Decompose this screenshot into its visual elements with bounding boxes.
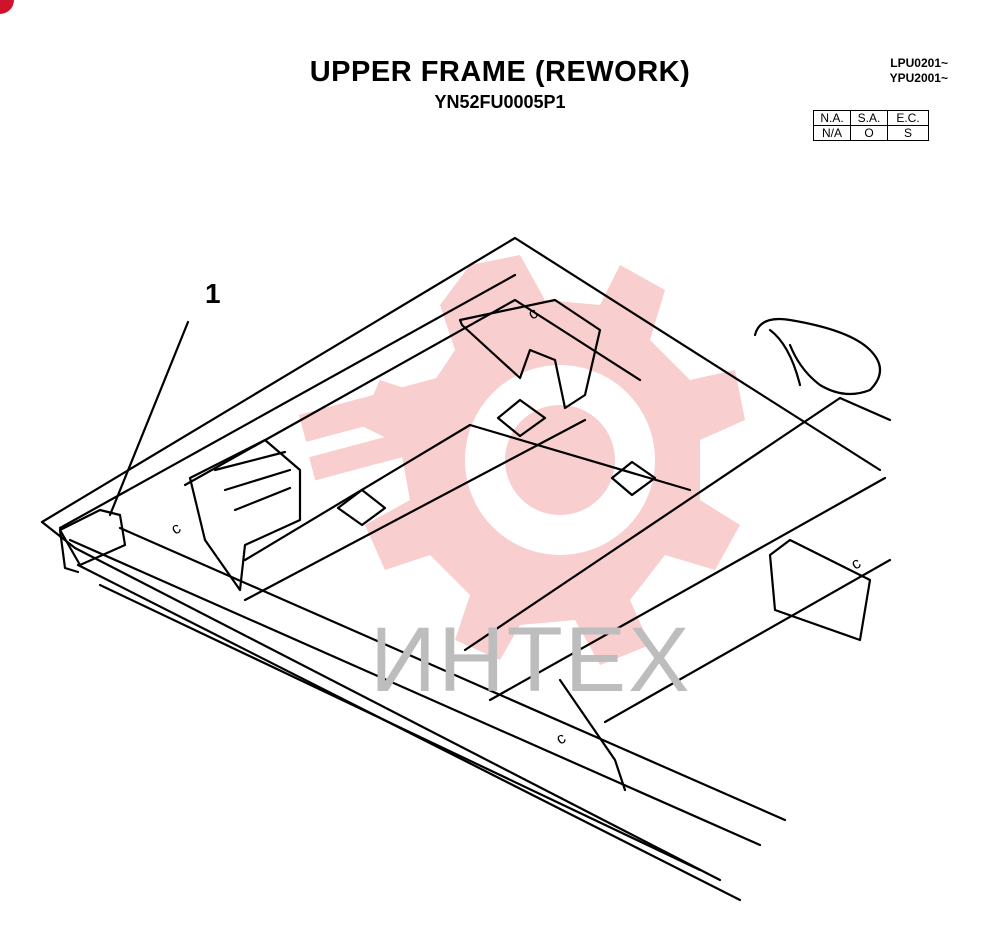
end-cap [58, 508, 127, 567]
frame-left-rail-top [58, 273, 517, 530]
frame-left-rail-inner [68, 538, 762, 847]
inner-rail-1 [183, 298, 642, 487]
inner-rail-3 [243, 418, 587, 602]
code-value-na: N/A [813, 125, 851, 141]
right-bracket [768, 538, 872, 642]
callout-number: 1 [205, 278, 221, 309]
weld-mark: c [169, 520, 184, 539]
part-number: YN52FU0005P1 [434, 92, 566, 112]
diagram-title: UPPER FRAME (REWORK) [309, 56, 691, 88]
cross-beam-lower [603, 558, 892, 724]
rear-bracket [458, 298, 602, 410]
serial-ranges: LPU0201~ YPU2001~ [890, 56, 948, 86]
cross-beam-front [488, 476, 887, 702]
cross-beam-side [558, 678, 627, 792]
code-value-ec: S [887, 125, 929, 141]
code-table: N.A. S.A. E.C. N/A O S [813, 110, 929, 141]
serial-range-1: LPU0201~ [890, 56, 948, 70]
left-bracket [188, 438, 302, 592]
mount-plate-1 [336, 488, 387, 527]
code-table-header-row: N.A. S.A. E.C. [813, 110, 929, 126]
inner-rail-2 [243, 423, 692, 562]
code-header-ec: E.C. [887, 110, 929, 126]
watermark-gear-icon [298, 255, 745, 665]
rear-hitch [753, 317, 882, 396]
serial-range-2: YPU2001~ [889, 71, 948, 85]
callout-leader [108, 320, 190, 517]
mount-plate-3 [610, 460, 657, 497]
code-table-value-row: N/A O S [813, 125, 929, 141]
frame-bottom-rail [98, 583, 702, 872]
weld-mark: c [554, 730, 569, 749]
cross-beam-top [463, 396, 892, 652]
watermark-text: ИНТЕХ [370, 609, 692, 711]
frame-top-edge [40, 236, 882, 524]
frame-left-rail-outer [40, 520, 722, 882]
mount-plate-2 [496, 398, 547, 438]
